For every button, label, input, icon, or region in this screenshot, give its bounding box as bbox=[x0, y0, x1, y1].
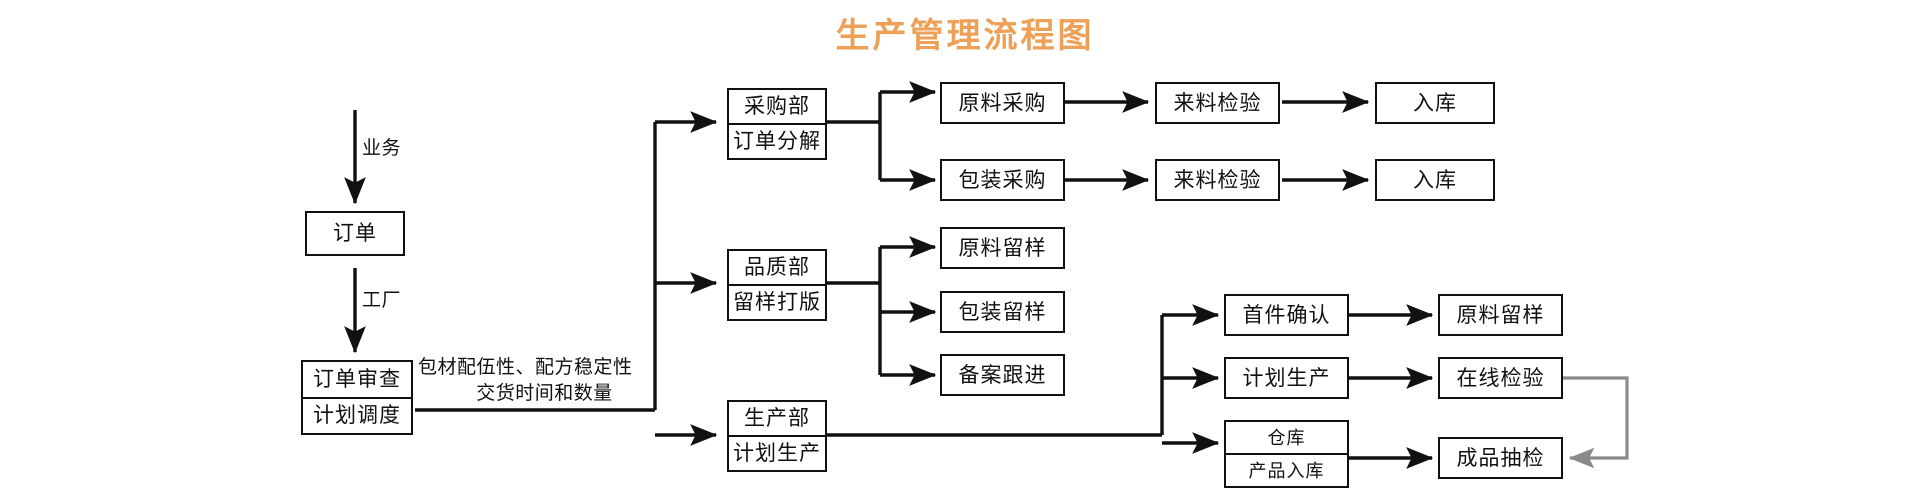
node-material-retention-line-1: 原料留样 bbox=[958, 236, 1047, 260]
page-title: 生产管理流程图 bbox=[0, 8, 1920, 57]
node-order-line-1: 订单 bbox=[333, 222, 377, 245]
node-production-dept-line-2: 计划生产 bbox=[733, 442, 821, 465]
node-order[interactable]: 订单 bbox=[305, 211, 405, 256]
node-package-incoming-check[interactable]: 来料检验 bbox=[1155, 159, 1280, 201]
node-material-warehouse-in[interactable]: 入库 bbox=[1375, 82, 1495, 124]
node-material-incoming-check[interactable]: 来料检验 bbox=[1155, 82, 1280, 124]
node-package-warehouse-in-line-1: 入库 bbox=[1413, 168, 1457, 192]
node-package-retention[interactable]: 包装留样 bbox=[940, 291, 1065, 333]
node-first-article-retention[interactable]: 原料留样 bbox=[1438, 294, 1563, 336]
node-order-review-line-1: 订单审查 bbox=[303, 362, 411, 399]
page-title-text: 生产管理流程图 bbox=[835, 17, 1095, 55]
node-first-article-retention-line-1: 原料留样 bbox=[1456, 303, 1545, 327]
node-order-review[interactable]: 订单审查 计划调度 bbox=[301, 360, 413, 435]
arrow-online-inspection-feedback bbox=[1560, 376, 1629, 469]
node-material-purchase-line-1: 原料采购 bbox=[958, 91, 1047, 115]
node-purchasing-dept-line-2: 订单分解 bbox=[733, 130, 821, 153]
node-planned-production[interactable]: 计划生产 bbox=[1224, 357, 1349, 399]
node-production-dept[interactable]: 生产部 计划生产 bbox=[727, 400, 827, 472]
node-quality-dept-line-2: 留样打版 bbox=[733, 291, 821, 314]
edge-label-spec-line2: 交货时间和数量 bbox=[476, 383, 613, 404]
node-package-purchase[interactable]: 包装采购 bbox=[940, 159, 1065, 201]
node-online-inspection[interactable]: 在线检验 bbox=[1438, 357, 1563, 399]
node-record-followup[interactable]: 备案跟进 bbox=[940, 354, 1065, 396]
node-package-retention-line-1: 包装留样 bbox=[958, 300, 1047, 324]
node-purchasing-dept[interactable]: 采购部 订单分解 bbox=[727, 88, 827, 160]
node-first-article-confirm[interactable]: 首件确认 bbox=[1224, 294, 1349, 336]
node-finished-sampling[interactable]: 成品抽检 bbox=[1438, 437, 1563, 479]
node-online-inspection-line-1: 在线检验 bbox=[1456, 366, 1545, 390]
node-material-warehouse-in-line-1: 入库 bbox=[1413, 91, 1457, 115]
node-warehouse[interactable]: 仓库 产品入库 bbox=[1224, 420, 1349, 488]
node-planned-production-line-1: 计划生产 bbox=[1242, 366, 1331, 390]
edge-label-factory: 工厂 bbox=[362, 290, 402, 311]
node-warehouse-line-1: 仓库 bbox=[1226, 422, 1347, 455]
node-first-article-confirm-line-1: 首件确认 bbox=[1242, 303, 1331, 327]
node-package-purchase-line-1: 包装采购 bbox=[958, 168, 1047, 192]
node-warehouse-line-2: 产品入库 bbox=[1248, 460, 1325, 481]
node-package-warehouse-in[interactable]: 入库 bbox=[1375, 159, 1495, 201]
node-quality-dept[interactable]: 品质部 留样打版 bbox=[727, 249, 827, 321]
node-material-incoming-check-line-1: 来料检验 bbox=[1173, 91, 1262, 115]
node-record-followup-line-1: 备案跟进 bbox=[958, 363, 1047, 387]
node-order-review-line-2: 计划调度 bbox=[313, 404, 401, 428]
node-purchasing-dept-line-1: 采购部 bbox=[729, 90, 825, 125]
edge-label-spec-line1: 包材配伍性、配方稳定性 bbox=[418, 357, 633, 378]
edge-label-business: 业务 bbox=[362, 138, 402, 159]
node-production-dept-line-1: 生产部 bbox=[729, 402, 825, 437]
node-package-incoming-check-line-1: 来料检验 bbox=[1173, 168, 1262, 192]
node-material-retention[interactable]: 原料留样 bbox=[940, 227, 1065, 269]
node-quality-dept-line-1: 品质部 bbox=[729, 251, 825, 286]
node-finished-sampling-line-1: 成品抽检 bbox=[1456, 446, 1545, 470]
node-material-purchase[interactable]: 原料采购 bbox=[940, 82, 1065, 124]
